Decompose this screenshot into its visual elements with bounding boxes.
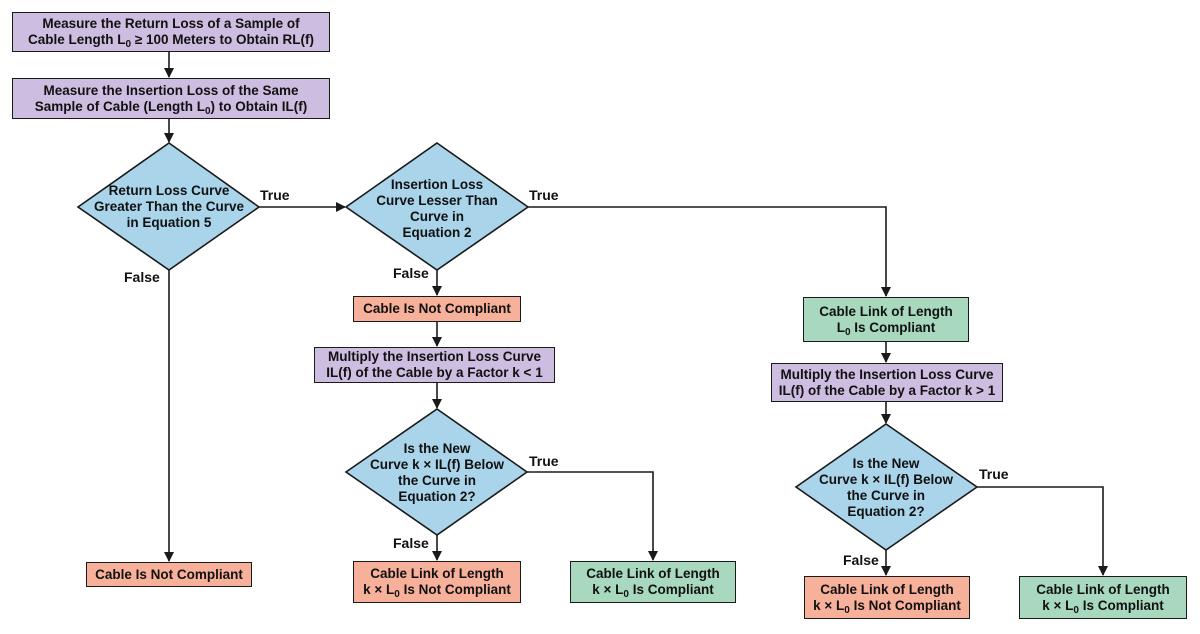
- label-false-return-loss: False: [124, 269, 160, 285]
- step-line-2: Cable Length L0 ≥ 100 Meters to Obtain R…: [28, 32, 314, 50]
- arrow-mid-true: [527, 471, 658, 561]
- label-false-insertion-loss: False: [393, 265, 429, 281]
- label-true-return-loss: True: [260, 187, 290, 203]
- result-cable-not-compliant-mid: Cable Is Not Compliant: [353, 296, 521, 322]
- decision-text-insertion-loss: Insertion Loss Curve Lesser Than Curve i…: [376, 177, 498, 240]
- decision-text-new-curve-mid: Is the New Curve k × IL(f) Below the Cur…: [370, 441, 504, 504]
- step-measure-insertion-loss: Measure the Insertion Loss of the Same S…: [12, 78, 330, 119]
- step-line-2: Sample of Cable (Length L0) to Obtain IL…: [34, 98, 308, 117]
- label-true-insertion-loss: True: [529, 187, 559, 203]
- step-line-1: Measure the Return Loss of a Sample of: [42, 16, 300, 31]
- arrow-right-true: [977, 486, 1108, 576]
- result-right-not-compliant: Cable Link of Length k × L0 Is Not Compl…: [804, 576, 970, 619]
- result-cable-not-compliant-left: Cable Is Not Compliant: [86, 562, 252, 587]
- decision-text-new-curve-right: Is the New Curve k × IL(f) Below the Cur…: [819, 456, 953, 519]
- decision-text-return-loss: Return Loss Curve Greater Than the Curve…: [93, 183, 245, 230]
- result-link-l0-compliant: Cable Link of Length L0 Is Compliant: [803, 297, 969, 342]
- step-multiply-k-less-than-1: Multiply the Insertion Loss Curve IL(f) …: [314, 347, 555, 383]
- result-right-compliant: Cable Link of Length k × L0 Is Compliant: [1019, 576, 1187, 619]
- step-line-1: Measure the Insertion Loss of the Same: [43, 82, 299, 98]
- step-multiply-k-greater-than-1: Multiply the Insertion Loss Curve IL(f) …: [771, 363, 1003, 402]
- label-true-new-curve-right: True: [979, 466, 1009, 482]
- result-mid-not-compliant: Cable Link of Length k × L0 Is Not Compl…: [353, 561, 521, 603]
- step-measure-return-loss: Measure the Return Loss of a Sample of C…: [12, 12, 330, 52]
- arrow-il-true: [528, 206, 891, 297]
- result-mid-compliant: Cable Link of Length k × L0 Is Compliant: [570, 561, 736, 603]
- label-false-new-curve-right: False: [843, 552, 879, 568]
- label-false-new-curve-mid: False: [393, 535, 429, 551]
- label-true-new-curve-mid: True: [529, 453, 559, 469]
